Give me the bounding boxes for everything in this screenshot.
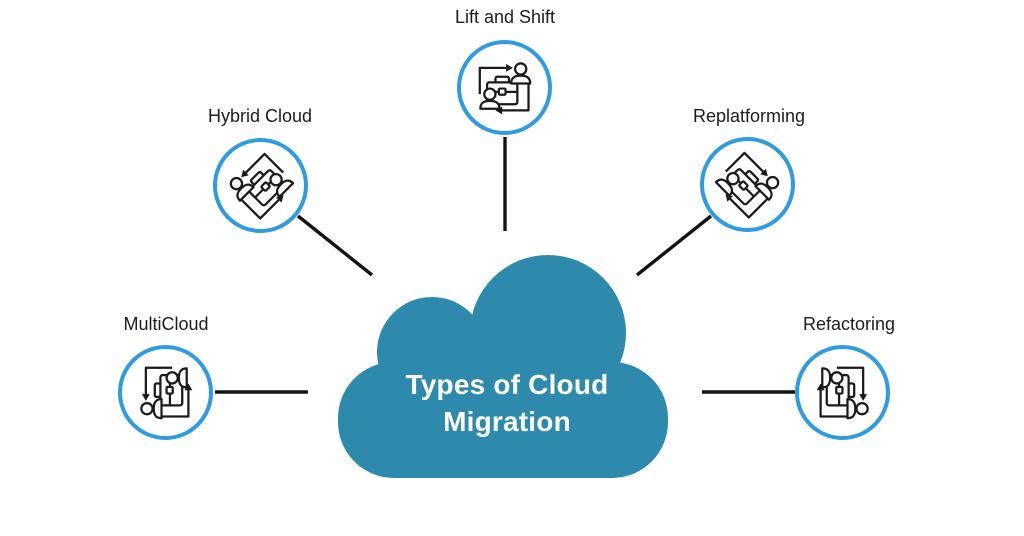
node-label-replatforming: Replatforming xyxy=(692,106,806,126)
node-label-hybrid-cloud: Hybrid Cloud xyxy=(207,106,313,126)
node-label-multicloud: MultiCloud xyxy=(123,314,209,334)
node-circle-multicloud xyxy=(118,345,213,440)
people-briefcase-transfer-icon xyxy=(477,60,533,116)
node-label-refactoring: Refactoring xyxy=(802,314,896,334)
cloud-title-line-1: Types of Cloud xyxy=(405,369,609,400)
people-briefcase-transfer-icon xyxy=(708,145,787,224)
cloud-title: Types of Cloud Migration xyxy=(352,366,662,440)
people-briefcase-transfer-icon xyxy=(138,365,194,421)
node-circle-hybrid-cloud xyxy=(213,138,308,233)
people-briefcase-transfer-icon xyxy=(815,365,871,421)
central-cloud-shape xyxy=(338,255,668,478)
node-circle-refactoring xyxy=(795,345,890,440)
node-label-lift-and-shift: Lift and Shift xyxy=(454,7,556,27)
cloud-title-line-2: Migration xyxy=(443,406,571,437)
node-circle-lift-and-shift xyxy=(457,40,552,135)
people-briefcase-transfer-icon xyxy=(221,146,300,225)
node-circle-replatforming xyxy=(700,137,795,232)
